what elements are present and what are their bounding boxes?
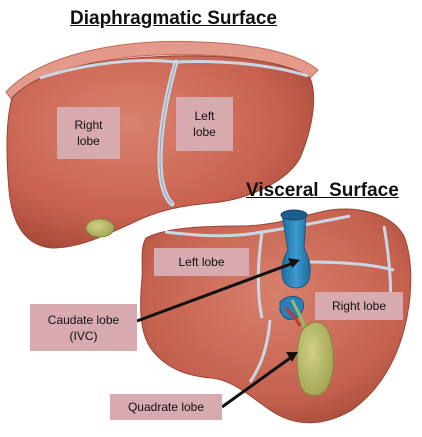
label-right-lobe-top: Right lobe	[57, 107, 120, 159]
label-left-lobe-top-line2: lobe	[193, 125, 216, 139]
label-right-lobe-top-line2: lobe	[77, 134, 100, 148]
visceral-surface-title: Visceral Surface	[246, 180, 399, 201]
hepatic-artery	[284, 306, 302, 327]
gallbladder	[296, 321, 334, 397]
label-caudate-lobe: Caudate lobe (IVC)	[30, 304, 137, 351]
label-caudate-line2: (IVC)	[69, 328, 98, 343]
label-quadrate-lobe: Quadrate lobe	[110, 394, 222, 420]
caudate-pointer	[136, 260, 297, 323]
diaphragm-band	[5, 40, 319, 101]
label-left-lobe-top: Left lobe	[176, 97, 233, 151]
quadrate-arrowhead	[286, 352, 298, 362]
label-caudate-line1: Caudate lobe	[47, 312, 120, 327]
gallbladder-tip-top	[85, 218, 115, 238]
quadrate-pointer	[221, 354, 294, 409]
diaphragmatic-surface-title: Diaphragmatic Surface	[70, 8, 277, 29]
label-left-lobe-visceral: Left lobe	[154, 248, 249, 276]
coronary-ligament-left	[39, 59, 177, 80]
label-left-lobe-top-line1: Left	[194, 109, 215, 123]
label-right-lobe-visceral: Right lobe	[315, 292, 403, 320]
ligament-teres	[248, 319, 272, 383]
caudate-arrowhead	[288, 258, 300, 268]
label-right-lobe-top-line1: Right	[74, 118, 103, 132]
coronary-ligament-right	[175, 60, 309, 78]
ivc-top-opening	[280, 209, 308, 221]
ligament-right-branch	[309, 260, 395, 272]
